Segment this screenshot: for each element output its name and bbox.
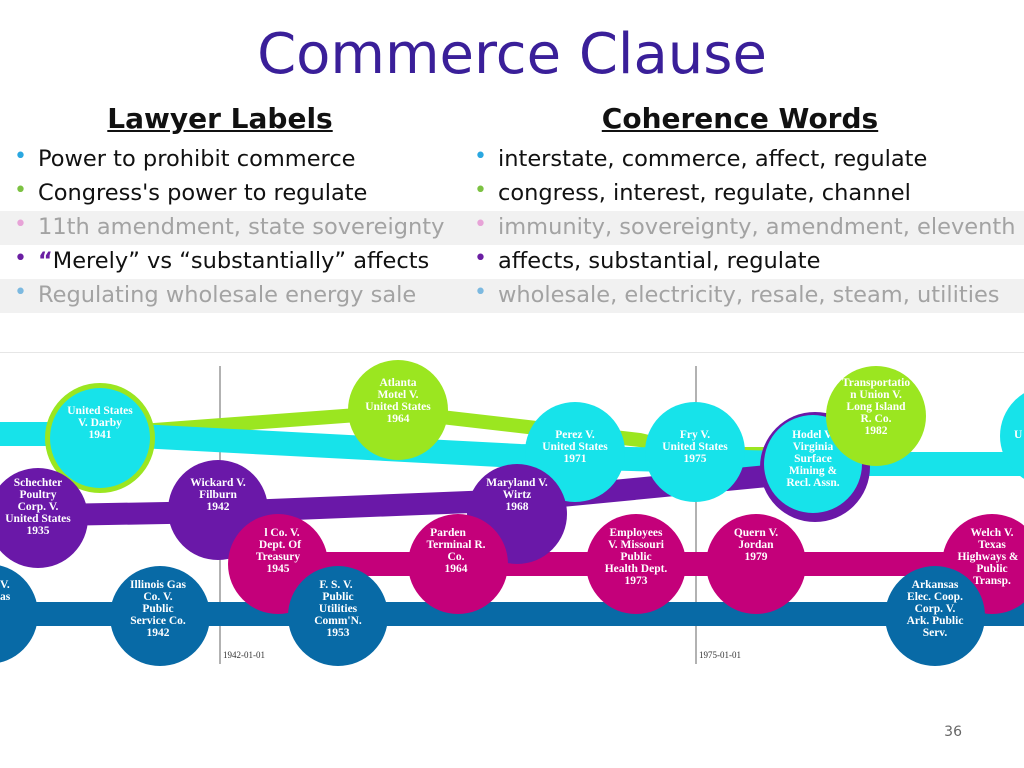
lawyer-labels-heading: Lawyer Labels <box>107 102 333 135</box>
bullet-icon: • <box>14 212 27 237</box>
node-cut-right-u[interactable]: U <box>1000 386 1024 486</box>
coherence-words: wholesale, electricity, resale, steam, u… <box>498 282 1000 308</box>
coherence-words: immunity, sovereignty, amendment, eleven… <box>498 214 1016 240</box>
bullet-icon: • <box>474 144 487 169</box>
node-cut-left-blue[interactable]: V.as <box>0 564 38 664</box>
open-quote: “ <box>38 248 53 274</box>
lawyer-label: “Merely” vs “substantially” affects <box>38 248 429 274</box>
coherence-words: interstate, commerce, affect, regulate <box>498 146 928 172</box>
bullet-icon: • <box>474 280 487 305</box>
coherence-words: congress, interest, regulate, channel <box>498 180 911 206</box>
svg-text:U: U <box>1014 429 1023 441</box>
label-table: • Power to prohibit commerce • interstat… <box>0 143 1024 313</box>
lawyer-label: Congress's power to regulate <box>38 180 368 206</box>
table-row: • “Merely” vs “substantially” affects • … <box>0 245 1024 279</box>
table-row: • Congress's power to regulate • congres… <box>0 177 1024 211</box>
lawyer-label: 11th amendment, state sovereignty <box>38 214 445 240</box>
axis-label-1942: 1942-01-01 <box>223 650 265 660</box>
bullet-icon: • <box>474 178 487 203</box>
coherence-words-heading: Coherence Words <box>601 102 879 135</box>
bullet-icon: • <box>14 144 27 169</box>
bullet-icon: • <box>14 246 27 271</box>
table-row: • 11th amendment, state sovereignty • im… <box>0 211 1024 245</box>
table-row: • Regulating wholesale energy sale • who… <box>0 279 1024 313</box>
coherence-words: affects, substantial, regulate <box>498 248 821 274</box>
table-row: • Power to prohibit commerce • interstat… <box>0 143 1024 177</box>
bullet-icon: • <box>14 178 27 203</box>
bullet-icon: • <box>14 280 27 305</box>
lawyer-label-text: Merely” vs “substantially” affects <box>52 248 430 274</box>
svg-text:V.as: V.as <box>0 579 11 603</box>
slide-title: Commerce Clause <box>257 22 767 87</box>
bullet-icon: • <box>474 246 487 271</box>
page-number: 36 <box>944 724 962 740</box>
axis-label-1975: 1975-01-01 <box>699 650 741 660</box>
lawyer-label: Power to prohibit commerce <box>38 146 356 172</box>
lawyer-label: Regulating wholesale energy sale <box>38 282 417 308</box>
bullet-icon: • <box>474 212 487 237</box>
